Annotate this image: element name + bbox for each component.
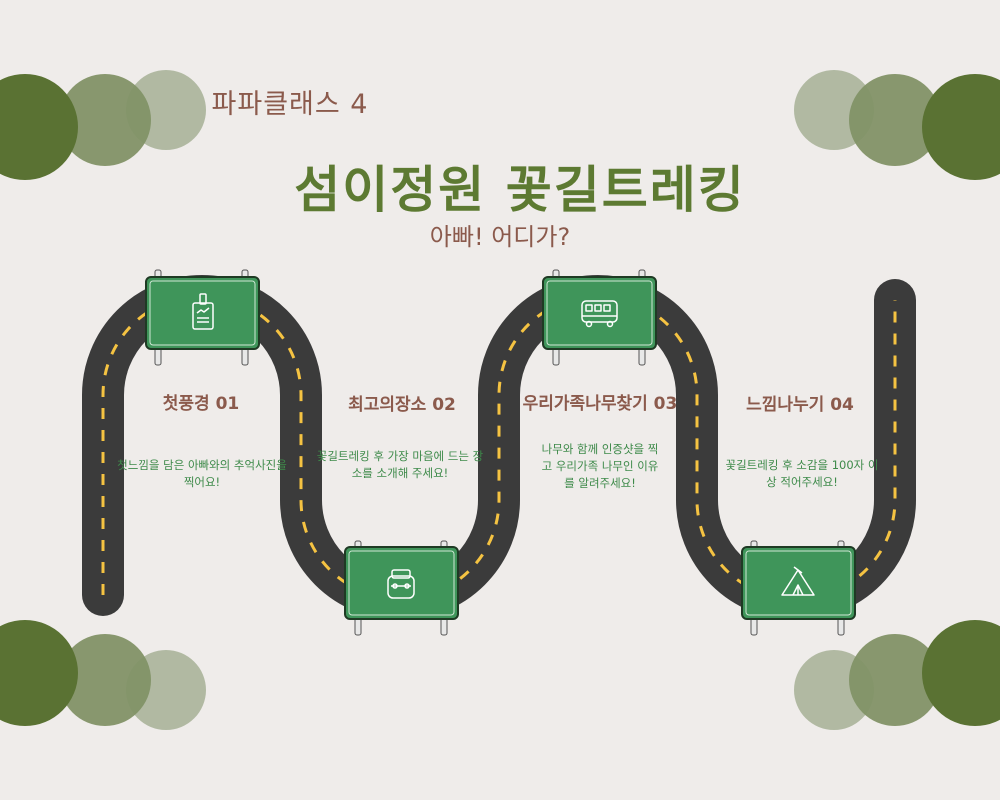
sign-board — [542, 276, 657, 350]
step-02-description: 꽃길트레킹 후 가장 마음에 드는 장소를 소개해 주세요! — [316, 449, 484, 480]
bus-icon — [581, 300, 618, 328]
step-04-description: 꽃길트레킹 후 소감을 100자 이상 적어주세요! — [725, 458, 879, 489]
step-01-description: 첫느낌을 담은 아빠와의 추억사진을 찍어요! — [117, 458, 287, 489]
tent-icon — [781, 566, 815, 596]
page-subtitle: 아빠! 어디가? — [429, 223, 571, 251]
step-01-title: 첫풍경 01 — [162, 394, 240, 414]
sign-board — [145, 276, 260, 350]
decor-circle — [922, 74, 1000, 180]
decor-circle — [849, 74, 941, 166]
step-04-title: 느낌나누기 04 — [746, 395, 854, 415]
decor-circles-bottom-right — [794, 620, 1000, 730]
sign-inner-border — [546, 280, 653, 346]
decor-circles-top-left — [0, 70, 206, 180]
sign-board — [741, 546, 856, 620]
sign-inner-border — [149, 280, 256, 346]
decor-circle — [0, 620, 78, 726]
decor-circle — [0, 74, 78, 180]
sign-inner-border — [745, 550, 852, 616]
sign-step-01 — [145, 269, 260, 366]
sign-step-03 — [542, 269, 657, 366]
class-label: 파파클래스 4 — [211, 89, 369, 120]
step-03-description: 나무와 함께 인증샷을 찍고 우리가족 나무인 이유를 알려주세요! — [541, 442, 659, 490]
step-03-title: 우리가족나무찾기 03 — [522, 394, 678, 414]
decor-circle — [922, 620, 1000, 726]
page-title: 섬이정원 꽃길트레킹 — [294, 161, 746, 219]
decor-circle — [59, 634, 151, 726]
step-02-title: 최고의장소 02 — [348, 395, 456, 415]
decor-circle — [59, 74, 151, 166]
id-badge-icon — [192, 293, 214, 330]
decor-circles-top-right — [794, 70, 1000, 180]
decor-circle — [849, 634, 941, 726]
sign-step-04 — [741, 540, 856, 636]
sign-step-02 — [344, 540, 459, 636]
sign-inner-border — [348, 550, 455, 616]
decor-circles-bottom-left — [0, 620, 206, 730]
backpack-icon — [387, 569, 415, 599]
sign-board — [344, 546, 459, 620]
